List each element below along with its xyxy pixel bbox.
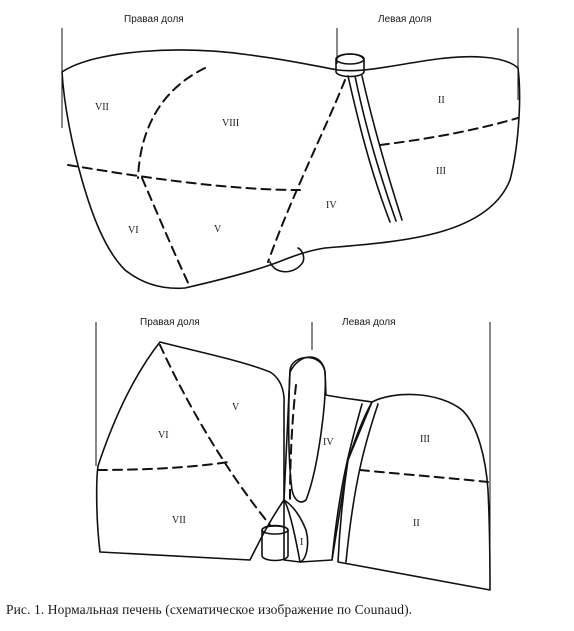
top-boundary-vii-viii [137, 67, 206, 179]
bottom-right-lobe-label: Правая доля [140, 317, 200, 328]
bottom-segment-label-iii: III [420, 434, 430, 445]
bottom-boundary-horizontal-right [97, 461, 229, 471]
bottom-ligament-line-1 [331, 403, 363, 561]
top-segment-label-v: V [214, 224, 222, 235]
bottom-left-lobe-outline [337, 393, 491, 591]
bottom-vena-cava-top [261, 525, 289, 535]
top-boundary-vi-v [141, 177, 191, 288]
bottom-segment-label-vi: VI [158, 430, 169, 441]
top-segment-label-iv: IV [326, 200, 337, 211]
top-boundary-horizontal-right [67, 164, 301, 191]
top-liver-outline [61, 49, 521, 290]
top-segment-label-vii: VII [95, 102, 109, 113]
top-falciform-line-1 [347, 75, 391, 223]
top-left-lobe-label: Левая доля [378, 14, 432, 25]
top-segment-label-vi: VI [128, 225, 139, 236]
top-liver-diagram: Правая доля Левая доля VII VIII II III I… [61, 14, 521, 290]
bottom-left-lobe-label: Левая доля [342, 317, 396, 328]
bottom-gallbladder-outline [287, 356, 327, 503]
top-segment-label-ii: II [438, 95, 445, 106]
bottom-boundary-horizontal-left [359, 469, 489, 483]
top-vena-cava [335, 53, 365, 78]
bottom-segment-label-i: I [300, 537, 303, 548]
bottom-segment-label-iv: IV [323, 437, 334, 448]
bottom-segment-label-ii: II [413, 518, 420, 529]
bottom-caudate-outline [283, 499, 309, 563]
bottom-quadrate-outline [283, 356, 373, 563]
top-segment-label-viii: VIII [222, 118, 239, 129]
bottom-segment-label-v: V [232, 402, 240, 413]
bottom-ligament-line-2 [345, 403, 379, 563]
top-vena-cava-top [335, 53, 365, 65]
top-right-lobe-label: Правая доля [124, 14, 184, 25]
top-segment-label-iii: III [436, 166, 446, 177]
bottom-boundary-gallbladder-center [289, 384, 297, 501]
liver-diagram-figure: Правая доля Левая доля VII VIII II III I… [61, 14, 521, 591]
bottom-right-lobe-outline [95, 341, 285, 561]
bottom-boundary-vi-v [159, 344, 271, 526]
top-boundary-main [267, 79, 346, 263]
top-boundary-ii-iii [379, 117, 519, 146]
top-gallbladder-outline [269, 247, 305, 273]
bottom-liver-diagram: Правая доля Левая доля VI V IV III VII I… [95, 317, 491, 591]
figure-caption: Рис. 1. Нормальная печень (схематическое… [6, 602, 413, 617]
bottom-segment-label-vii: VII [172, 515, 186, 526]
top-falciform-line-3 [354, 75, 397, 222]
